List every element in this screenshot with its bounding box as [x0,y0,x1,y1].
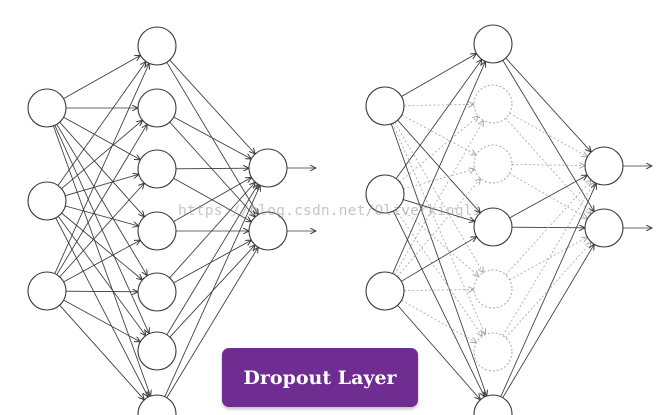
dropout-edge [502,60,594,211]
dropout-edge [500,183,596,397]
dropout-edge [401,237,476,282]
dropout-edge [502,182,595,336]
dropped-neuron [473,84,513,124]
dropout-edge [396,178,480,277]
neuron [248,148,288,188]
full-edge [63,299,141,342]
full-edge [63,55,141,100]
neuron [137,272,177,312]
dropout-edge [394,120,484,275]
neuron [365,174,405,214]
dropped-neuron [473,144,513,184]
full-edge [166,62,258,214]
neuron [365,271,405,311]
full-edge [173,240,252,284]
full-edge [166,184,258,335]
dropout-edge [401,114,477,155]
full-edge [65,205,138,226]
neuron [248,211,288,251]
full-edge [65,291,138,292]
full-edge [169,182,256,279]
dropout-edge [403,104,474,105]
dropout-edge [392,61,486,274]
full-edge [61,120,143,190]
caption-label: Dropout Layer [222,348,418,407]
dropout-edge [390,123,486,396]
full-edge [175,168,249,169]
neuron [473,207,513,247]
dropout-edge [502,244,595,398]
neuron [137,26,177,66]
neuron [137,149,177,189]
full-edge [57,61,146,186]
full-edge [173,116,252,159]
full-edge [169,59,255,154]
dropout-edge [505,180,592,276]
neuron [27,271,67,311]
neuron [27,88,67,128]
full-edge [57,216,146,335]
dropout-edge [505,117,592,214]
dropout-edge [509,175,588,219]
full-edge [61,212,143,280]
neuron [137,394,177,415]
full-edges [53,55,316,400]
full-edge [164,185,260,397]
full-edge [63,116,141,160]
full-edge [173,177,252,221]
neuron [137,211,177,251]
neuron [473,24,513,64]
neuron [584,208,624,248]
dropout-edge [403,169,474,190]
dropout-edge [401,53,476,97]
full-edge [56,124,147,275]
dropout-edge [403,289,474,290]
full-edge [59,304,145,400]
dropout-nodes [365,24,624,415]
dropout-edge [395,59,482,179]
full-edge [169,121,256,217]
dropped-neuron [473,332,513,372]
neuron [27,181,67,221]
full-edge [63,240,141,283]
dropout-edge [395,209,483,337]
dropout-edge [392,210,484,397]
dropout-edge [398,206,478,277]
neuron [584,146,624,186]
dropout-edge [401,299,477,342]
dropout-edge [399,116,479,183]
full-edge [166,247,258,398]
neuron [137,331,177,371]
dropout-edge [392,123,486,334]
full-edge [65,174,139,197]
dropout-edge [505,57,591,152]
neuron [365,86,405,126]
neuron [137,88,177,128]
full-nodes [27,26,288,415]
watermark-text: https://blog.csdn.net/Oliverkingli [178,203,482,219]
dropout-edge [397,304,481,399]
full-edge [59,183,145,278]
dropout-edges [390,53,652,399]
dropped-neuron [473,269,513,309]
neuron [473,394,513,415]
full-edge [54,63,149,274]
dropout-edge [403,199,475,222]
full-edge [173,177,252,222]
full-edge [55,217,149,397]
